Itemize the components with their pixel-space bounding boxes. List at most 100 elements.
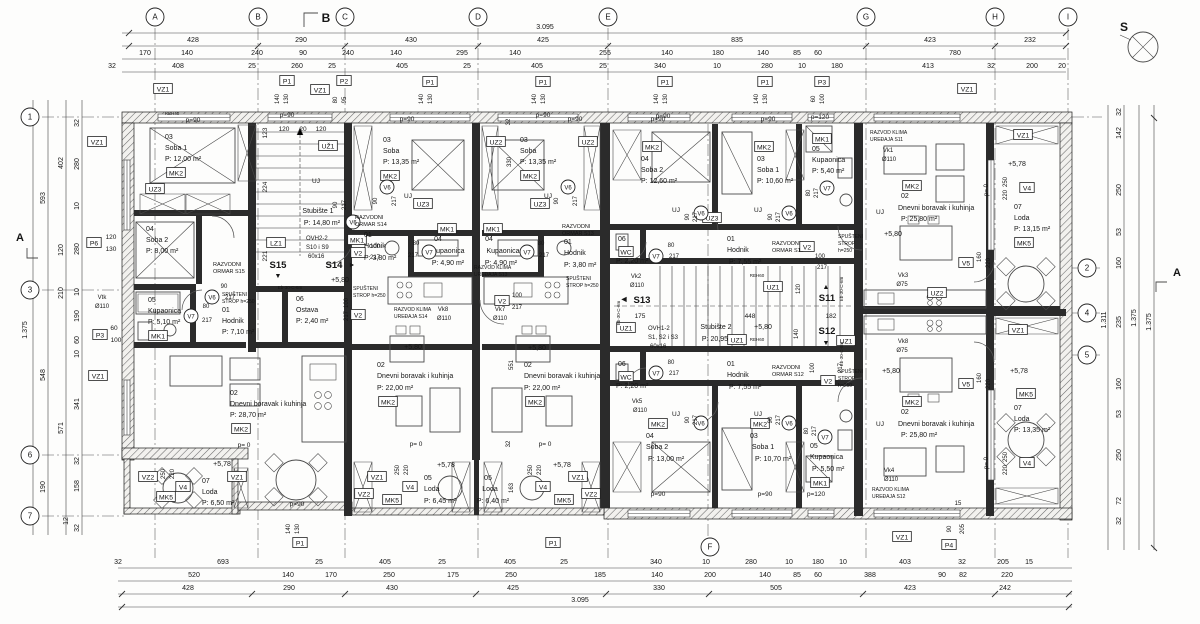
annotation-text: P: 10,70 m² [755,456,792,463]
label-box [494,295,510,306]
label-box [88,370,108,381]
annotation-text: 12 [63,517,70,525]
label-box [86,237,102,248]
annotation-text: 140 [390,50,402,57]
annotation-text: P: 13,35 m² [520,159,557,166]
annotation-text: Ø110 [630,283,645,289]
annotation-text: 217 [812,425,818,436]
annotation-text: 140 [286,523,292,534]
annotation-text: Eb-30-C-6m [278,285,303,290]
annotation-text: 140 [661,50,673,57]
annotation-text: P: 25,80 m² [901,216,938,223]
label-box [175,481,191,492]
annotation-text: MK1 [815,136,829,143]
annotation-text: MK2 [169,170,183,177]
annotation-text: 32 [958,559,966,566]
bed [135,127,753,493]
label-circle [560,179,576,195]
label-box [568,471,588,482]
label-box [1019,457,1035,468]
label-box [87,136,107,147]
annotation-text: P: 6,50 m² [202,500,235,507]
annotation-text: D [475,12,481,21]
annotation-text: 250 [161,468,167,479]
label-box [927,287,947,298]
annotation-text: ORMAR S14 [355,222,387,228]
annotation-text: 255 [599,50,611,57]
annotation-text: 5 [1085,350,1090,359]
annotation-text: G [863,12,869,21]
annotation-text: VZ1 [231,474,244,481]
annotation-text: RAZVOD KLIMA [870,130,908,136]
annotation-text: MK1 [151,333,165,340]
annotation-text: 140 [754,93,760,104]
label-box [231,423,251,434]
annotation-text: P: 14,80 m² [304,220,341,227]
annotation-text: P1 [283,78,292,85]
annotation-text: 95 [342,96,348,103]
label-circle [648,365,664,381]
label-circle [20,506,40,526]
annotation-text: 90 [685,213,691,220]
label-box [530,198,550,209]
annotation-text: 10 [713,63,721,70]
annotation-text: REH40 [165,111,180,116]
annotation-text: V6 [208,295,216,301]
annotation-text: 100 [370,244,381,250]
label-box [836,335,856,346]
annotation-text: 185 [594,572,606,579]
annotation-text: Stubište 1 [302,208,333,215]
annotation-text: +5,80 [884,231,902,238]
label-box [92,329,108,340]
annotation-text: 07 [1014,405,1022,412]
annotation-text: 80 [804,427,810,434]
label-circle [468,7,488,27]
label-box [902,396,922,407]
annotation-text: P: 13,00 m² [648,456,685,463]
label-circle [1077,345,1097,365]
annotation-text: 175 [447,572,459,579]
annotation-text: 130 [763,93,769,104]
annotation-text: 01 [222,307,230,314]
annotation-text: 07 [202,478,210,485]
annotation-text: C [342,12,348,21]
annotation-text: SPUŠTENI [838,233,863,240]
annotation-text: RAZVOD KLIMA [474,265,512,271]
label-box [820,375,836,386]
label-box [578,136,598,147]
label-box [1016,388,1036,399]
label-box [378,396,398,407]
annotation-text: A [152,12,158,21]
annotation-text: 217 [342,199,348,210]
annotation-text: STROP [838,241,856,247]
annotation-text: V7 [523,250,531,256]
label-circle [183,308,199,324]
annotation-text: 04 [646,433,654,440]
annotation-text: p=90 [280,112,295,119]
annotation-text: MK2 [523,173,537,180]
label-box [618,246,634,257]
label-box [138,471,158,482]
annotation-text: 280 [74,243,81,255]
annotation-text: V7 [821,435,829,441]
annotation-text: UREĐAJA S14 [394,314,428,320]
annotation-text: 180 [831,63,843,70]
annotation-text: P2 [340,78,349,85]
annotation-text: 100 [512,293,523,299]
annotation-text: P: 20,95 m² [702,336,739,343]
annotation-text: 220 [1003,464,1009,475]
annotation-text: B [255,12,260,21]
label-circle [335,7,355,27]
annotation-text: 140 [419,93,425,104]
annotation-text: 60 [74,336,81,344]
annotation-text: ► [349,262,356,269]
annotation-text: 120 [316,126,327,133]
annotation-text: +5,80 [528,345,546,352]
annotation-text: UJ [876,421,884,428]
label-box [810,477,830,488]
label-box [535,76,551,87]
annotation-text: MK2 [381,399,395,406]
annotation-text: S [1120,20,1128,34]
annotation-text: 140 [759,572,771,579]
annotation-text: 32 [506,118,512,125]
